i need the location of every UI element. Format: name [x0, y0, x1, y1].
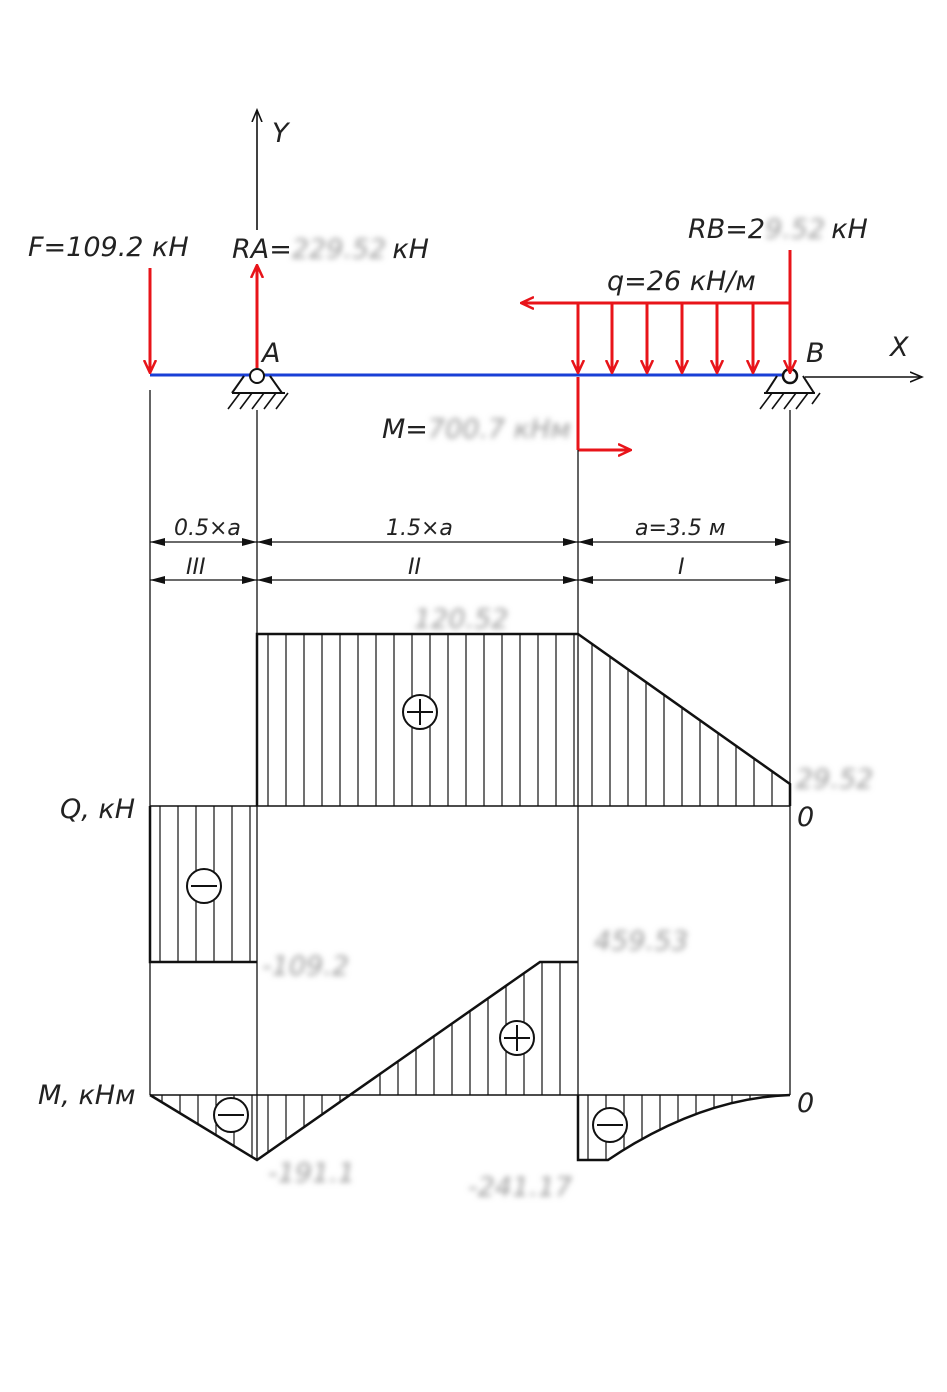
q-plus-sign [402, 694, 438, 730]
q-bottom-value: -109.2 [262, 951, 349, 982]
segment-3-label: III [186, 555, 205, 580]
dim-mid-label: 1.5×a [386, 516, 453, 541]
m-minus-sign-right [592, 1107, 628, 1143]
m-minus-sign-left [213, 1097, 249, 1133]
force-f-label: F=109.2 кН [28, 232, 189, 263]
q-negative-region [148, 806, 257, 964]
q-minus-sign [186, 868, 222, 904]
dim-right-label: a=3.5 м [635, 516, 726, 541]
m-min-a-value: -191.1 [268, 1158, 355, 1189]
dimension-lines [150, 538, 790, 584]
m-curve [149, 960, 578, 1162]
segment-2-label: II [408, 555, 421, 580]
moment-m [576, 377, 630, 450]
m-min-b-value: -241.17 [468, 1172, 572, 1203]
m-right-curve [576, 1093, 791, 1162]
segment-1-label: I [678, 555, 685, 580]
m-axis-label: M, кНм [38, 1080, 135, 1111]
m-hatching [161, 962, 751, 1160]
q-right-value: 29.52 [796, 764, 873, 795]
q-axis-label: Q, кН [60, 794, 135, 825]
point-a-label: A [260, 338, 280, 369]
y-axis-label: Y [272, 118, 291, 149]
support-a [227, 368, 289, 410]
q-positive-region [255, 632, 792, 806]
q-hatching [159, 634, 773, 962]
q-top-value: 120.52 [414, 604, 508, 635]
moment-label: M=700.7 кНм [382, 414, 571, 445]
dim-left-label: 0.5×a [174, 516, 241, 541]
point-b-label: B [806, 338, 825, 369]
q-zero-label: 0 [797, 802, 814, 833]
distributed-load [578, 301, 790, 372]
load-q-label: q=26 кН/м [607, 266, 756, 297]
m-peak-value: 459.53 [594, 926, 688, 957]
x-axis-label: X [888, 332, 909, 363]
m-zero-label: 0 [797, 1088, 814, 1119]
m-plus-sign [499, 1020, 535, 1056]
